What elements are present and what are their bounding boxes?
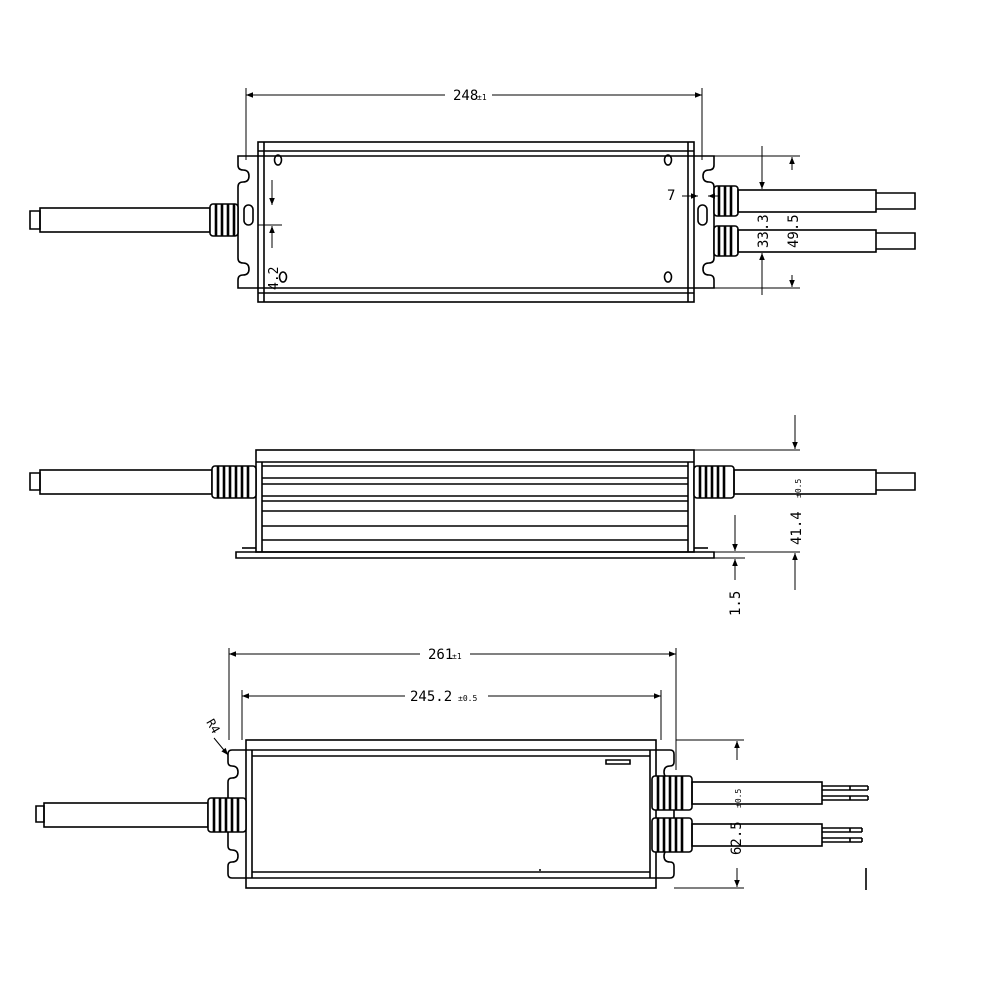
bottom-right-cables	[651, 775, 869, 853]
side-view: 41.4 ±0.5 1.5	[29, 415, 916, 616]
bottom-left-cable	[35, 797, 247, 833]
top-body	[237, 141, 715, 303]
dimension-overall-length-top: 248 ±1	[245, 88, 703, 160]
dim-label-261: 261	[428, 647, 453, 663]
screw-hole-icon	[273, 154, 283, 166]
dim-label-4-2: 4.2	[267, 267, 282, 290]
dimension-cable-spacing: 33.3 49.5	[714, 146, 802, 295]
side-right-cable	[693, 465, 916, 499]
slot-hole-icon	[697, 204, 708, 226]
dimension-width-62-5: 62.5 ±0.5	[674, 739, 745, 889]
dim-label-49-5: 49.5	[786, 214, 802, 248]
dim-tol-62-5: ±0.5	[734, 789, 743, 808]
slot-hole-icon	[243, 204, 254, 226]
side-left-cable	[29, 465, 257, 499]
dim-label-248: 248	[453, 88, 478, 104]
bottom-view: 261 ±1 245.2 ±0.5 R4	[35, 647, 869, 890]
dimension-flange-1-5: 1.5	[714, 515, 745, 616]
dimension-body-length-bottom: 245.2 ±0.5	[241, 689, 662, 740]
dimension-overall-length-bottom: 261 ±1	[228, 647, 677, 770]
dimension-slot-7: 7	[667, 188, 720, 204]
screw-hole-icon	[278, 271, 288, 283]
screw-hole-icon	[663, 271, 673, 283]
dim-label-7: 7	[667, 188, 675, 204]
bottom-body	[227, 739, 675, 889]
top-view: 248 ±1	[29, 88, 916, 303]
dim-label-33-3: 33.3	[756, 214, 772, 248]
dim-label-1-5: 1.5	[728, 591, 744, 616]
dim-tol-41-4: ±0.5	[794, 479, 803, 498]
dim-tol-248: ±1	[477, 93, 487, 102]
top-left-cable	[29, 203, 239, 237]
radius-callout: R4	[203, 717, 229, 756]
dim-label-r4: R4	[203, 717, 222, 737]
dim-tol-261: ±1	[452, 652, 462, 661]
dimension-height-41-4: 41.4 ±0.5	[694, 415, 805, 590]
screw-hole-icon	[663, 154, 673, 166]
top-right-cables	[713, 185, 916, 257]
dim-tol-245-2: ±0.5	[458, 694, 477, 703]
dim-label-62-5: 62.5	[729, 821, 745, 855]
side-body	[235, 449, 715, 559]
dim-label-41-4: 41.4	[789, 511, 805, 545]
dimension-hole-4-2: 4.2	[258, 180, 282, 290]
dim-label-245-2: 245.2	[410, 689, 452, 705]
